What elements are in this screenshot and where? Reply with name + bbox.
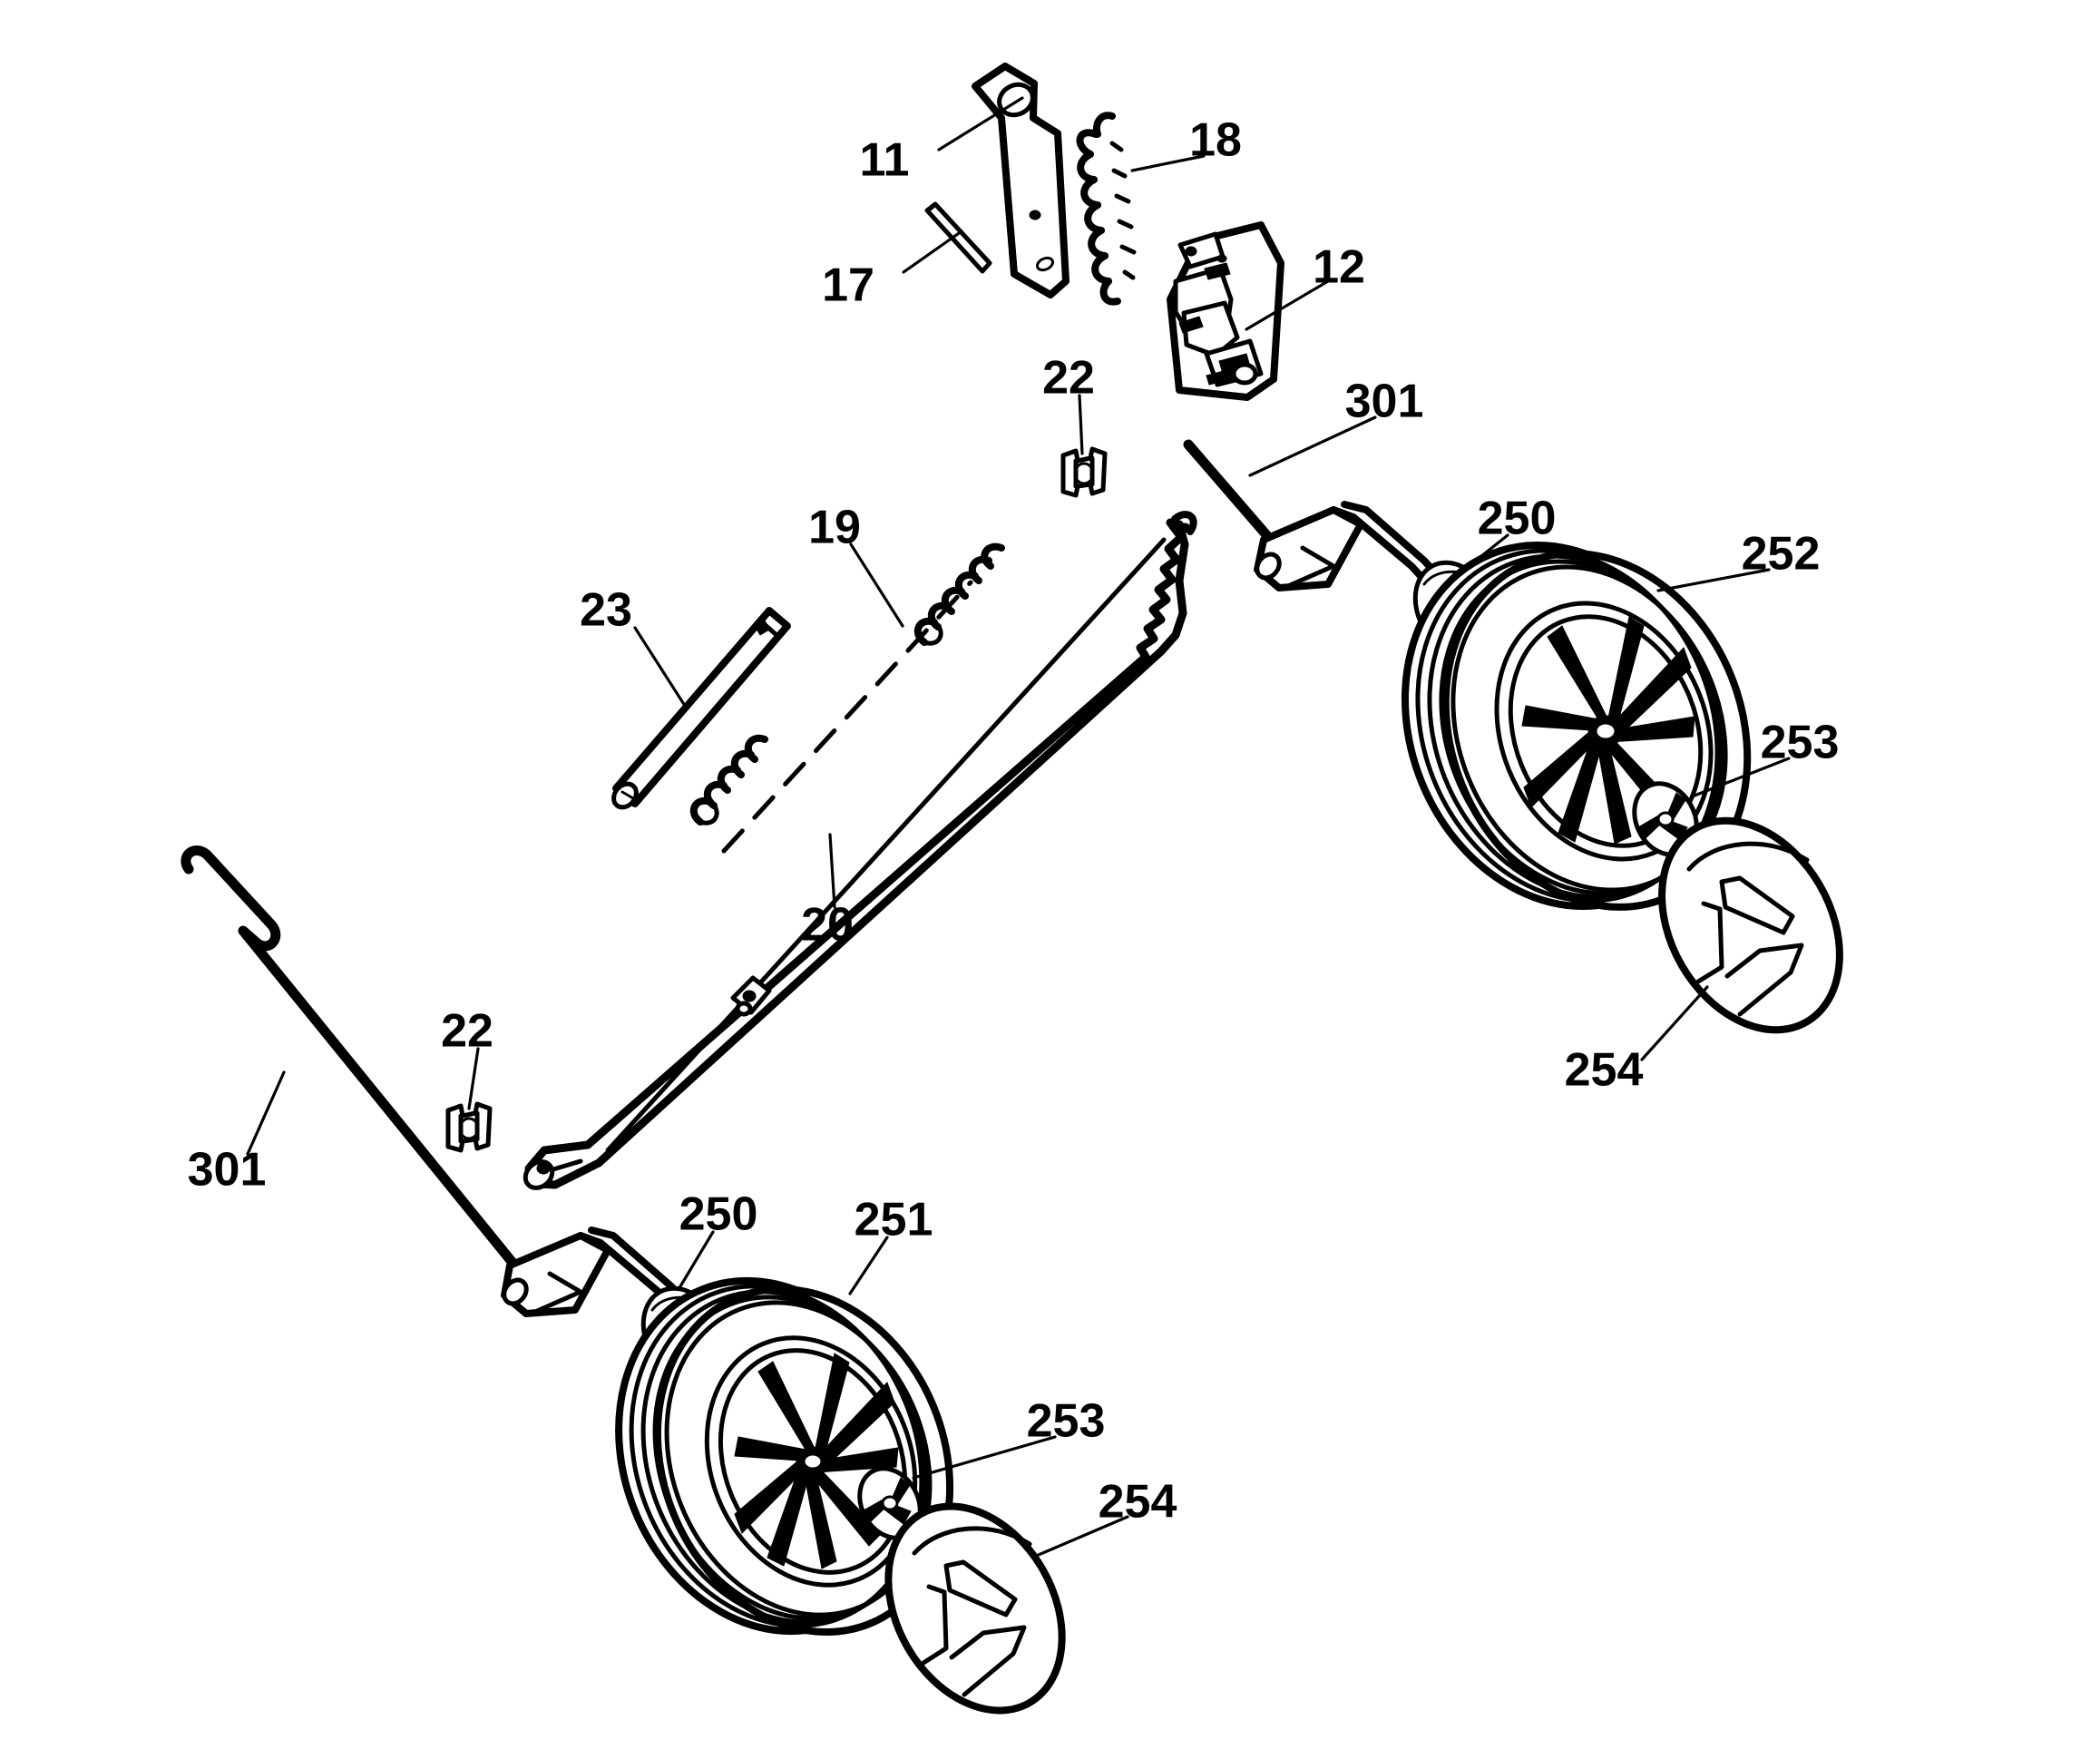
part-wheel-axle-arm-right — [1183, 439, 1451, 600]
leader-line-23 — [633, 626, 687, 708]
leader-line-12 — [1245, 279, 1330, 331]
callout-number-301: 301 — [188, 1144, 267, 1197]
callout-number-250: 250 — [679, 1188, 758, 1241]
leader-line-301 — [246, 1070, 286, 1156]
callout-number-23: 23 — [580, 584, 632, 637]
callout-number-19: 19 — [808, 502, 861, 554]
callout-number-254: 254 — [1565, 1044, 1644, 1097]
leader-line-252 — [1656, 568, 1771, 592]
leader-line-18 — [1130, 154, 1206, 172]
callout-number-22: 22 — [1042, 352, 1095, 405]
wheel-spokes-front — [734, 1353, 899, 1569]
leader-line-250 — [1452, 533, 1509, 580]
leader-line-22 — [467, 1047, 480, 1110]
leader-line-17 — [902, 230, 963, 274]
leader-line-22 — [1078, 394, 1084, 455]
part-retaining-clip-lower — [445, 1101, 493, 1153]
part-compression-spring-group — [689, 542, 1005, 854]
callout-number-11: 11 — [860, 134, 910, 187]
part-wheel-front — [615, 1276, 954, 1637]
leader-line-253 — [912, 1435, 1057, 1480]
callout-number-20: 20 — [801, 899, 854, 952]
leader-line-251 — [848, 1236, 889, 1295]
leader-line-254 — [1640, 985, 1709, 1061]
leader-line-19 — [849, 542, 904, 628]
leader-line-301 — [1248, 415, 1377, 477]
leader-line-11 — [937, 96, 1024, 151]
part-adjuster-rod — [523, 511, 1197, 1190]
leader-line-254 — [1032, 1515, 1129, 1559]
callout-number-253: 253 — [1027, 1395, 1106, 1448]
part-control-bracket-assembly — [1167, 221, 1284, 401]
part-clevis-pin — [924, 201, 992, 274]
part-retaining-clip-upper — [1060, 446, 1108, 498]
callout-number-251: 251 — [855, 1194, 933, 1246]
part-hubcap-upper — [1658, 816, 1843, 1034]
callout-number-250: 250 — [1478, 493, 1557, 545]
part-hubcap-lower — [884, 1502, 1066, 1715]
part-wheel-axle-arm-left — [181, 845, 698, 1325]
callout-number-301: 301 — [1345, 376, 1424, 428]
callout-number-18: 18 — [1189, 114, 1242, 167]
part-extension-spring — [1076, 112, 1137, 306]
callout-number-22: 22 — [441, 1005, 493, 1058]
callout-number-12: 12 — [1313, 241, 1365, 294]
part-hubcap-clip-lower — [857, 1466, 923, 1540]
callout-number-254: 254 — [1099, 1476, 1177, 1529]
callout-number-253: 253 — [1761, 717, 1840, 769]
callout-numbers: 11 18 17 12 22 301 19 23 250 252 253 20 254 22 301 250 2… — [188, 114, 1840, 1529]
part-adjuster-lever-arm — [972, 63, 1070, 298]
callout-number-252: 252 — [1742, 528, 1821, 581]
part-handle-tube — [611, 607, 791, 810]
leader-line-253 — [1693, 757, 1791, 797]
leader-line-250 — [679, 1230, 715, 1288]
leader-line-20 — [828, 833, 836, 909]
leader-lines — [246, 96, 1791, 1559]
callout-number-17: 17 — [822, 259, 874, 312]
